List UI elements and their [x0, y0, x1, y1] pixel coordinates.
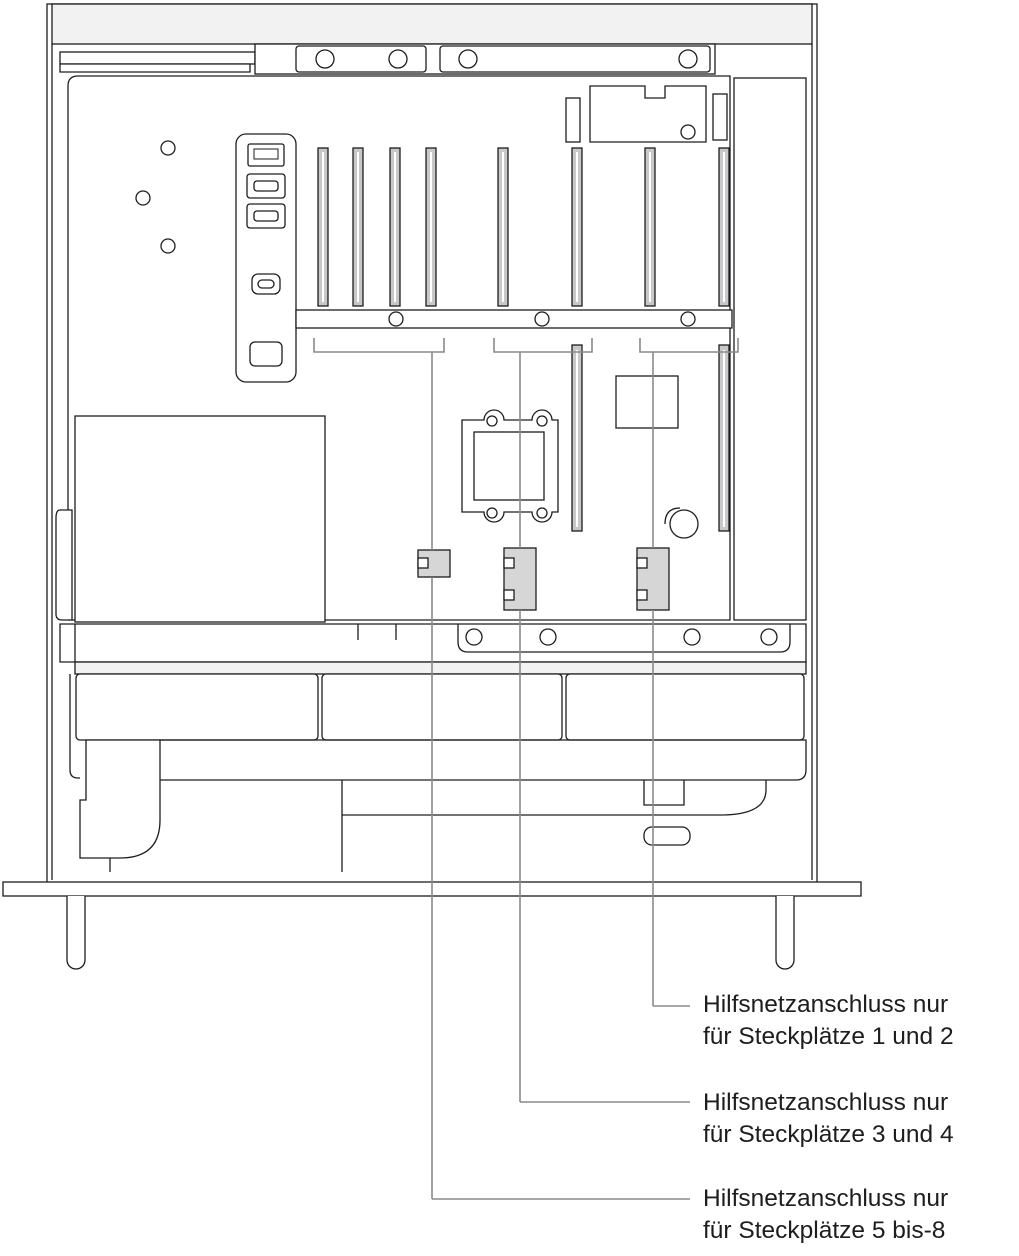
slot-support-bar	[295, 309, 733, 329]
callout-line: Hilfsnetzanschluss nur	[703, 1089, 949, 1116]
callout-line: für Steckplätze 3 und 4	[703, 1121, 954, 1148]
leader-slots-3-4	[493, 338, 690, 1103]
aux-power-connector-slots-1-2	[636, 547, 670, 611]
side-expansion-module	[733, 77, 807, 621]
pcie-slot	[389, 147, 401, 307]
pcie-slot	[644, 147, 656, 307]
pcie-slot	[317, 147, 329, 307]
bottom-duct	[79, 739, 767, 872]
fan-assembly	[69, 673, 807, 781]
callout-line: Hilfsnetzanschluss nur	[703, 991, 949, 1018]
callout-line: für Steckplätze 5 bis-8	[703, 1217, 946, 1244]
power-supply	[55, 415, 326, 623]
callout-leaders	[313, 338, 739, 1200]
pcie-slot	[571, 147, 583, 307]
internal-io-card	[235, 133, 297, 383]
pcie-slots	[317, 147, 730, 532]
callout-label-slots-3-4: Hilfsnetzanschluss nur für Steckplätze 3…	[703, 1087, 1013, 1151]
callout-line: für Steckplätze 1 und 2	[703, 1023, 954, 1050]
pcie-slot-lower	[718, 344, 730, 532]
aux-power-connector-slots-3-4	[503, 547, 537, 611]
chassis-base	[2, 881, 862, 970]
pcie-slot	[497, 147, 509, 307]
pcie-slot	[718, 147, 730, 307]
lower-rail	[59, 623, 807, 675]
aux-power-connector-slots-5-8	[417, 549, 451, 578]
callout-line: Hilfsnetzanschluss nur	[703, 1185, 949, 1212]
pcie-slot	[425, 147, 437, 307]
callout-label-slots-5-8: Hilfsnetzanschluss nur für Steckplätze 5…	[703, 1183, 1013, 1247]
board-components	[565, 85, 728, 539]
pcie-slot-lower	[571, 344, 583, 532]
aux-power-connectors	[417, 547, 670, 611]
processor-socket	[461, 409, 559, 523]
pcie-slot	[352, 147, 364, 307]
callout-label-slots-1-2: Hilfsnetzanschluss nur für Steckplätze 1…	[703, 989, 1013, 1053]
pci-bracket-clamps	[254, 43, 716, 75]
leader-slots-1-2	[639, 338, 739, 1007]
leader-slots-5-8	[313, 338, 690, 1200]
